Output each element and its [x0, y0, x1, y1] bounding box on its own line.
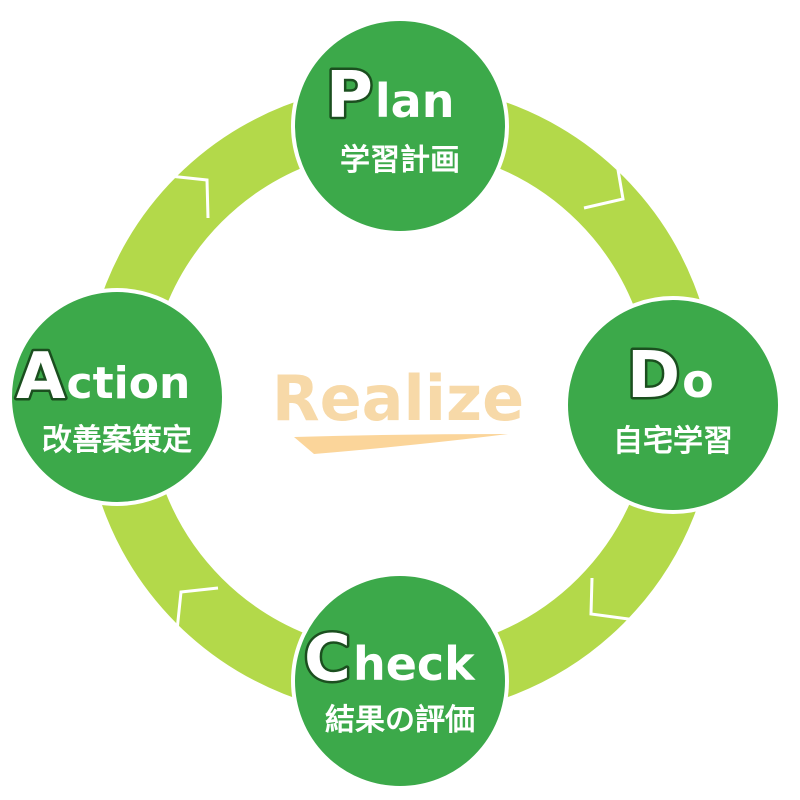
check-initial: C — [304, 622, 351, 696]
action-subtitle: 改善案策定 — [42, 423, 192, 458]
arrow-chevron-do-to-check — [589, 577, 637, 622]
check-rest: heck — [353, 637, 476, 691]
realize-label: Realize — [272, 362, 524, 435]
check-subtitle: 結果の評価 — [325, 703, 475, 738]
center-realize: Realize — [272, 362, 524, 454]
arrow-chevron-action-to-plan — [159, 173, 210, 219]
node-do-title: Do — [627, 339, 714, 413]
do-subtitle: 自宅学習 — [613, 424, 733, 459]
node-plan-title: Plan — [326, 59, 454, 133]
do-rest: o — [682, 354, 714, 408]
action-initial: A — [16, 340, 66, 414]
node-plan: Plan 学習計画 — [291, 17, 509, 235]
node-check-title: Check — [304, 622, 476, 696]
plan-rest: lan — [375, 74, 455, 128]
plan-initial: P — [326, 59, 373, 133]
node-action: Action 改善案策定 — [8, 288, 226, 506]
node-check: Check 結果の評価 — [291, 572, 509, 790]
arrow-chevron-check-to-action — [174, 586, 219, 641]
do-initial: D — [627, 339, 680, 413]
node-do: Do 自宅学習 — [564, 296, 782, 514]
node-check-circle — [291, 572, 509, 790]
plan-subtitle: 学習計画 — [340, 143, 460, 178]
arrow-chevron-plan-to-do — [583, 157, 625, 210]
node-action-title: Action — [16, 340, 190, 414]
node-action-circle — [8, 288, 226, 506]
realize-swoosh — [294, 434, 508, 454]
node-do-circle — [564, 296, 782, 514]
node-plan-circle — [291, 17, 509, 235]
action-rest: ction — [67, 358, 191, 409]
